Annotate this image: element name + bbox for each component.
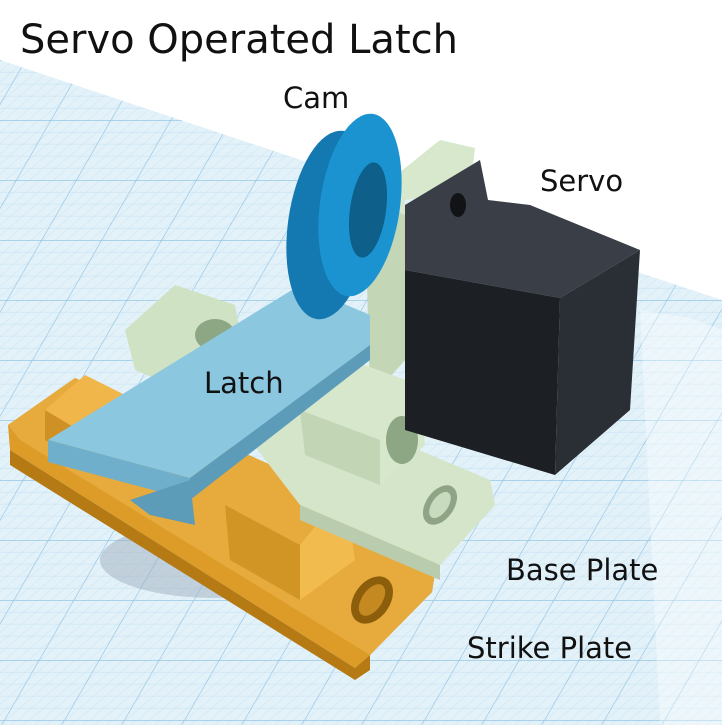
servo-body	[405, 160, 640, 475]
strike-plate-label: Strike Plate	[467, 631, 633, 665]
servo-label: Servo	[540, 164, 624, 198]
cam	[286, 113, 402, 320]
page-title: Servo Operated Latch	[20, 17, 458, 63]
latch-bar	[48, 285, 370, 525]
cam-label: Cam	[283, 81, 350, 115]
latch-label: Latch	[204, 366, 284, 400]
base-plate-label: Base Plate	[506, 553, 659, 587]
